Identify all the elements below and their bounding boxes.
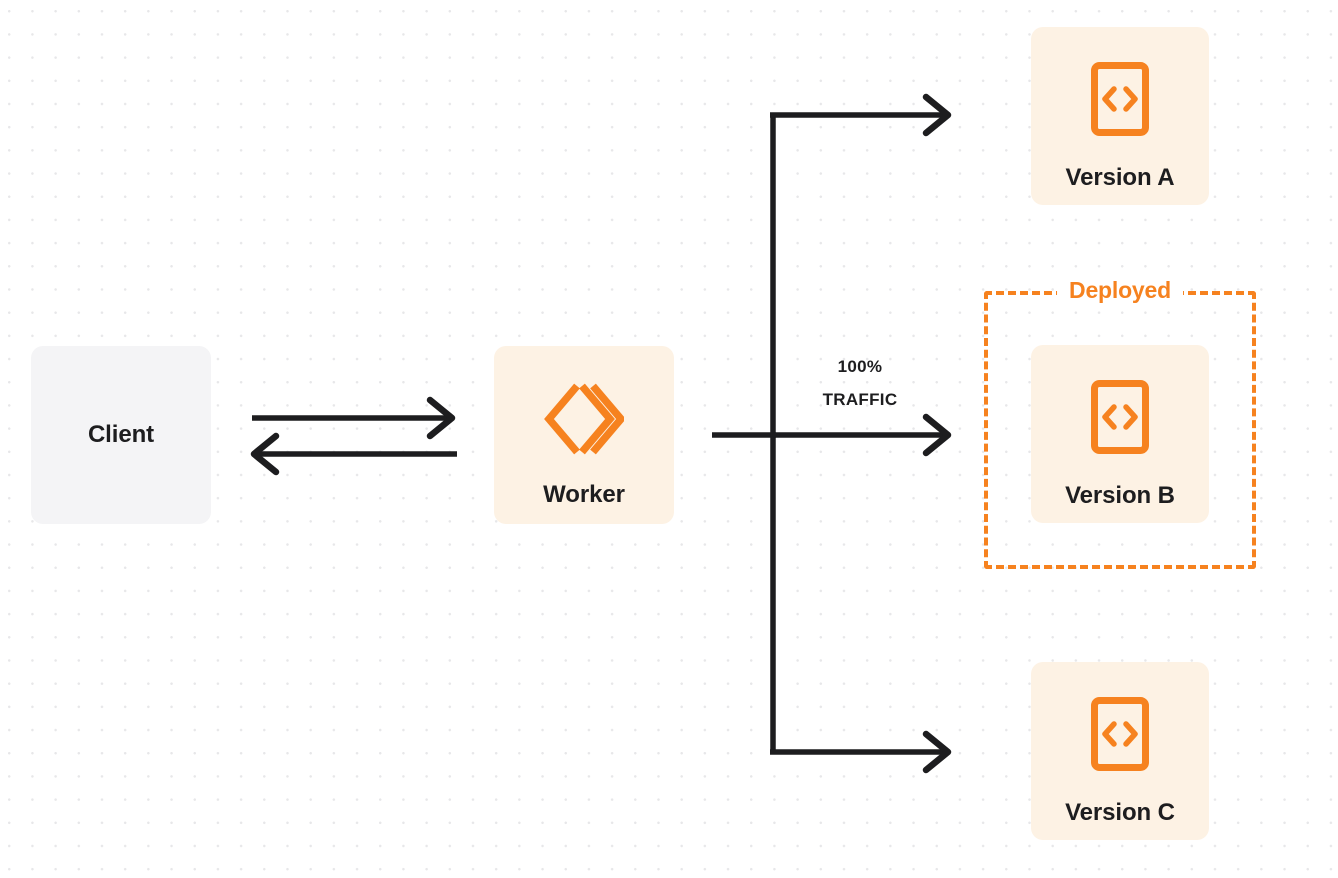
cloudflare-workers-logo-icon	[544, 382, 626, 461]
traffic-percent: 100%	[837, 357, 883, 376]
code-brackets-icon	[1090, 61, 1150, 142]
node-worker[interactable]: Worker	[494, 346, 674, 524]
traffic-caption: TRAFFIC	[822, 390, 898, 410]
edge-worker-to-client	[250, 432, 457, 476]
edge-worker-to-version-a	[770, 93, 952, 137]
version-b-label: Version B	[1065, 482, 1175, 509]
code-brackets-icon	[1090, 379, 1150, 460]
node-version-c[interactable]: Version C	[1031, 662, 1209, 840]
traffic-annotation: 100% TRAFFIC	[795, 350, 925, 416]
deployed-group-frame: Deployed	[984, 279, 1256, 569]
edge-worker-to-version-b	[773, 413, 952, 457]
deployed-group-label: Deployed	[1057, 279, 1183, 303]
version-c-label: Version C	[1065, 799, 1175, 826]
edge-worker-trunk	[712, 115, 776, 752]
node-version-b[interactable]: Version B	[1031, 345, 1209, 523]
worker-label: Worker	[543, 481, 625, 508]
client-label: Client	[87, 421, 155, 448]
version-a-label: Version A	[1065, 164, 1175, 191]
node-version-a[interactable]: Version A	[1031, 27, 1209, 205]
edge-client-to-worker	[252, 396, 456, 440]
code-brackets-icon	[1090, 696, 1150, 777]
node-client[interactable]: Client	[31, 346, 211, 524]
edge-worker-to-version-c	[770, 730, 952, 774]
